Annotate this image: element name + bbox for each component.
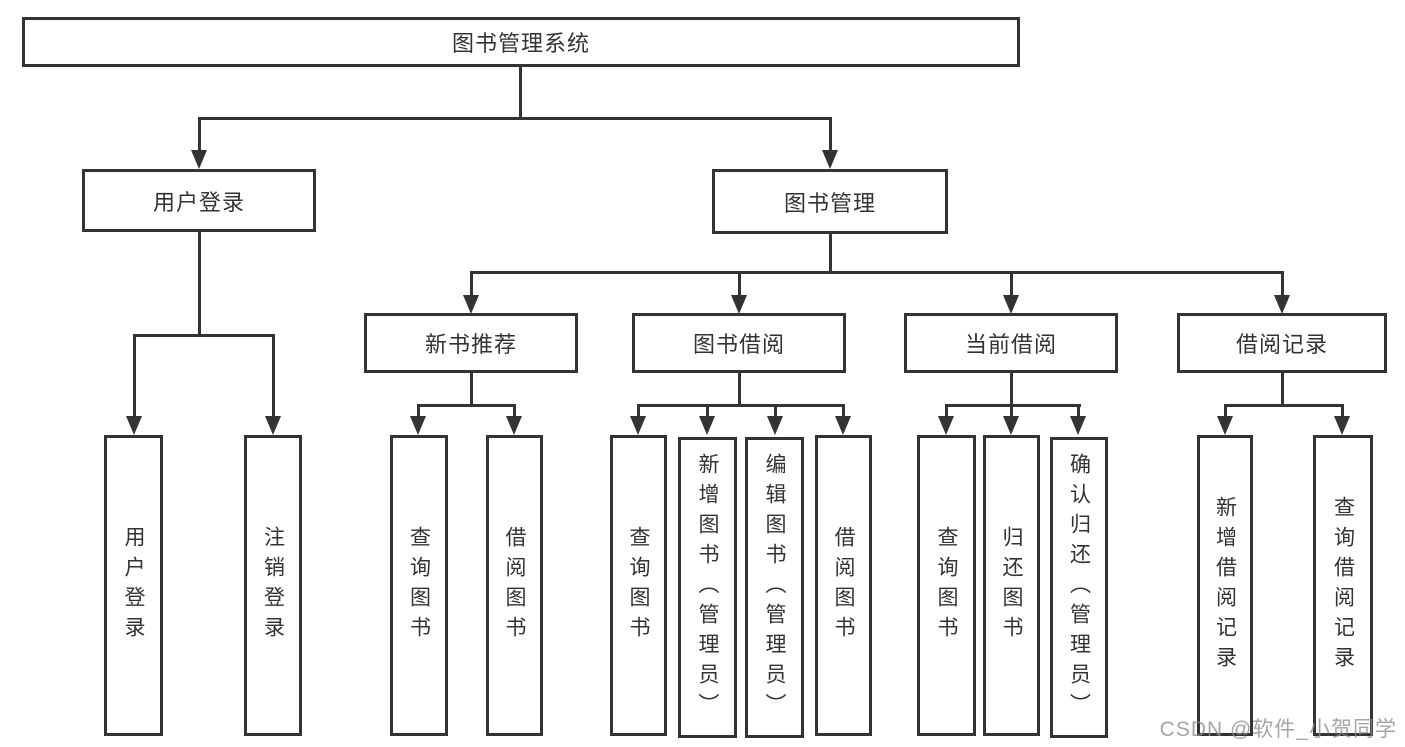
leaf-query-books-recommend: 查询图书 xyxy=(390,435,448,736)
arrowhead-user-login xyxy=(191,150,207,169)
leaf-add-books-admin-label: 新增图书（管理员） xyxy=(696,452,719,723)
arrowhead-cb-leaf-3 xyxy=(1070,416,1086,435)
arrowhead-leaf-user-login xyxy=(126,416,142,435)
leaf-borrow-books-borrow-label: 借阅图书 xyxy=(832,525,855,646)
leaf-query-books-current-label: 查询图书 xyxy=(935,525,958,646)
leaf-add-borrow-record: 新增借阅记录 xyxy=(1197,435,1253,736)
leaf-logout: 注销登录 xyxy=(244,435,302,736)
leaf-query-borrow-record-label: 查询借阅记录 xyxy=(1331,495,1355,676)
connector-cb-stem xyxy=(1010,371,1013,406)
leaf-query-books-recommend-label: 查询图书 xyxy=(407,525,431,646)
connector-user-login-bar xyxy=(133,334,275,337)
node-borrow-records: 借阅记录 xyxy=(1177,313,1387,373)
arrowhead-br-leaf-1 xyxy=(1217,416,1233,435)
leaf-confirm-return-admin-label: 确认归还（管理员） xyxy=(1067,452,1091,723)
connector-user-login-stem xyxy=(198,231,201,336)
connector-br-bar xyxy=(1224,404,1344,407)
node-user-login: 用户登录 xyxy=(82,169,316,232)
arrowhead-bb-leaf-1 xyxy=(630,416,646,435)
connector-bm-stub-3 xyxy=(1010,271,1013,297)
connector-bb-stub-2 xyxy=(706,404,709,418)
connector-bb-stub-3 xyxy=(774,404,777,418)
connector-root-stub-right xyxy=(829,117,832,155)
arrowhead-bb-leaf-3 xyxy=(767,416,783,435)
arrowhead-cb-leaf-2 xyxy=(1003,416,1019,435)
leaf-return-books-label: 归还图书 xyxy=(1000,525,1023,646)
leaf-user-login-label: 用户登录 xyxy=(122,525,145,646)
connector-cb-stub-2 xyxy=(1010,404,1013,418)
connector-cb-stub-1 xyxy=(945,404,948,418)
node-current-borrow: 当前借阅 xyxy=(904,313,1118,373)
connector-bb-bar xyxy=(637,404,845,407)
connector-root-bar xyxy=(198,117,832,120)
connector-bm-stub-1 xyxy=(470,271,473,297)
connector-book-mgmt-bar xyxy=(470,271,1283,274)
arrowhead-current-borrow xyxy=(1003,295,1019,314)
arrowhead-book-borrow xyxy=(731,295,747,314)
leaf-borrow-books-recommend-label: 借阅图书 xyxy=(503,525,526,646)
connector-book-mgmt-stem xyxy=(829,233,832,273)
leaf-edit-books-admin-label: 编辑图书（管理员） xyxy=(763,452,786,723)
node-root-system: 图书管理系统 xyxy=(22,17,1020,67)
node-new-book-recommend: 新书推荐 xyxy=(364,313,578,373)
leaf-return-books: 归还图书 xyxy=(983,435,1040,736)
csdn-watermark: CSDN @软件_小贺同学 xyxy=(1159,718,1397,741)
connector-bb-stub-4 xyxy=(842,404,845,418)
arrowhead-new-book-recommend xyxy=(463,295,479,314)
leaf-query-books-borrow-label: 查询图书 xyxy=(627,525,650,646)
connector-nbr-stub-2 xyxy=(513,404,516,418)
leaf-query-books-current: 查询图书 xyxy=(917,435,976,736)
leaf-logout-label: 注销登录 xyxy=(261,525,285,646)
arrowhead-nbr-leaf-1 xyxy=(410,416,426,435)
arrowhead-bb-leaf-4 xyxy=(835,416,851,435)
connector-root-stem xyxy=(519,66,522,119)
connector-bb-stub-1 xyxy=(637,404,640,418)
connector-nbr-stem xyxy=(470,371,473,406)
connector-bm-stub-2 xyxy=(738,271,741,297)
leaf-add-books-admin: 新增图书（管理员） xyxy=(678,437,737,738)
connector-br-stem xyxy=(1281,371,1284,406)
leaf-borrow-books-recommend: 借阅图书 xyxy=(486,435,543,736)
connector-root-stub-left xyxy=(198,117,201,155)
arrowhead-nbr-leaf-2 xyxy=(506,416,522,435)
leaf-borrow-books-borrow: 借阅图书 xyxy=(815,435,872,736)
leaf-edit-books-admin: 编辑图书（管理员） xyxy=(745,437,804,738)
node-book-borrow: 图书借阅 xyxy=(632,313,846,373)
connector-nbr-bar xyxy=(417,404,516,407)
leaf-add-borrow-record-label: 新增借阅记录 xyxy=(1213,495,1237,676)
leaf-confirm-return-admin: 确认归还（管理员） xyxy=(1050,437,1108,738)
connector-br-stub-1 xyxy=(1224,404,1227,418)
connector-user-login-stub-1 xyxy=(133,334,136,418)
connector-cb-stub-3 xyxy=(1077,404,1080,418)
connector-bb-stem xyxy=(738,371,741,406)
connector-cb-bar xyxy=(945,404,1081,407)
leaf-query-books-borrow: 查询图书 xyxy=(610,435,667,736)
leaf-query-borrow-record: 查询借阅记录 xyxy=(1313,435,1373,736)
connector-nbr-stub-1 xyxy=(417,404,420,418)
arrowhead-bb-leaf-2 xyxy=(699,416,715,435)
connector-br-stub-2 xyxy=(1341,404,1344,418)
node-book-management: 图书管理 xyxy=(712,169,948,234)
arrowhead-br-leaf-2 xyxy=(1334,416,1350,435)
connector-user-login-stub-2 xyxy=(272,334,275,418)
arrowhead-leaf-logout xyxy=(265,416,281,435)
arrowhead-borrow-records xyxy=(1274,295,1290,314)
connector-bm-stub-4 xyxy=(1281,271,1284,297)
leaf-user-login: 用户登录 xyxy=(104,435,163,736)
arrowhead-cb-leaf-1 xyxy=(938,416,954,435)
arrowhead-book-management xyxy=(822,150,838,169)
